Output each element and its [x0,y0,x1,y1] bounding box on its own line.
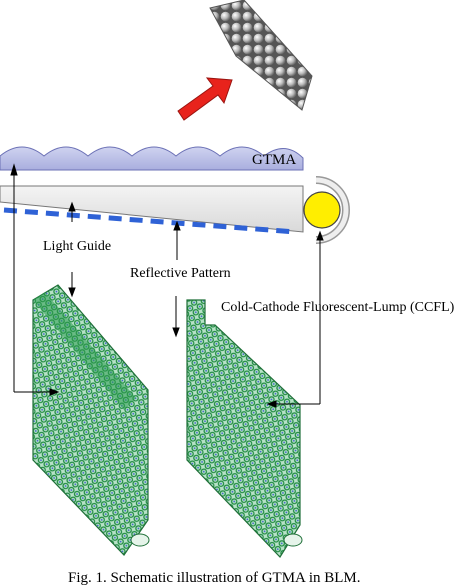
reflective-pattern-dashes [3,207,297,235]
ccfl-lamp [303,176,350,244]
red-arrow-icon [177,77,233,121]
light-guide-plate [0,185,304,233]
gtma-label: GTMA [252,152,297,168]
light-guide-label: Light Guide [43,239,112,254]
gtma-film [0,146,304,171]
leader-arrows [10,163,324,408]
reflective-pattern-label: Reflective Pattern [130,266,231,281]
microlens-array-closeup [209,0,313,111]
ccfl-label: Cold-Cathode Fluorescent-Lump (CCFL) [221,300,455,315]
reflective-mesh-panel [186,299,303,558]
light-guide-mesh-panel [32,284,150,556]
figure-caption: Fig. 1. Schematic illustration of GTMA i… [68,570,361,586]
